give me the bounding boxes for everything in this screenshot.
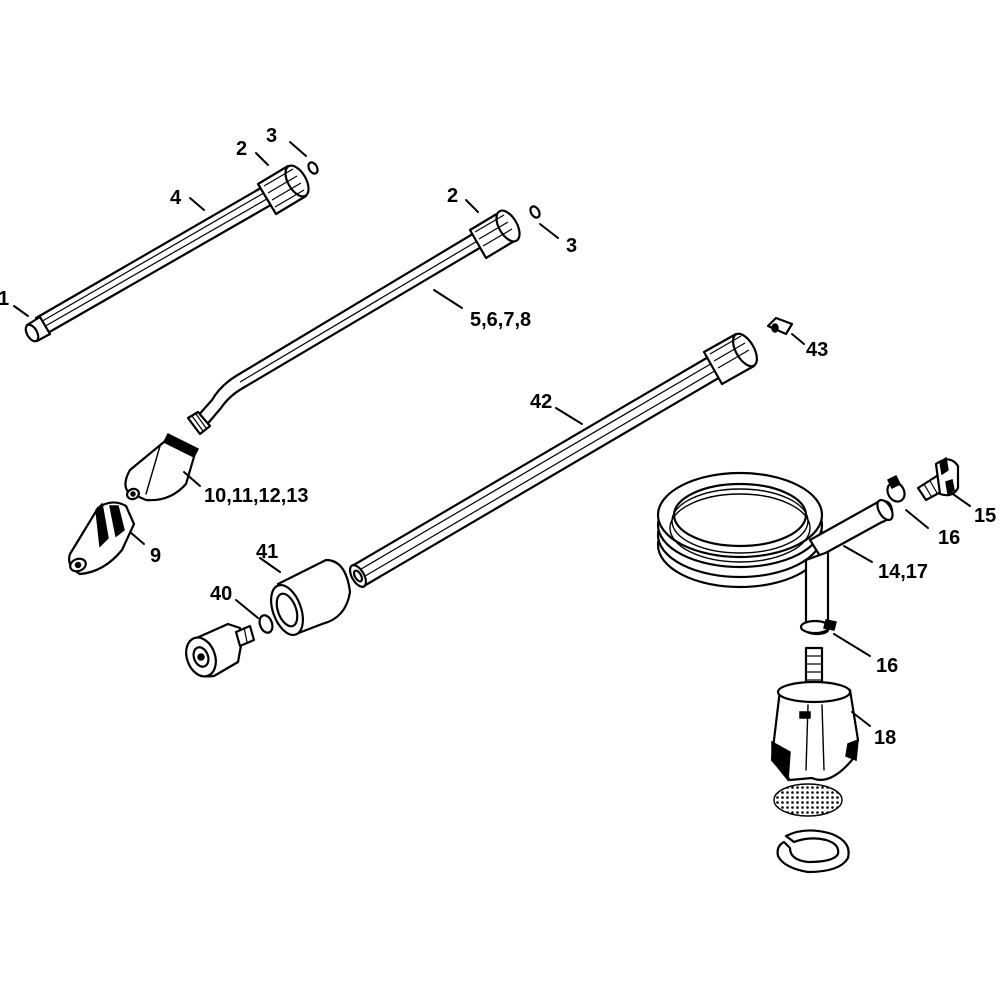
o-ring-part-3-lower <box>529 205 541 219</box>
callout-18: 18 <box>874 727 896 749</box>
callout-40: 40 <box>210 583 232 605</box>
hose-clamp-part-16-upper <box>886 474 906 503</box>
callout-1: 1 <box>0 288 9 310</box>
leader-lines <box>13 141 971 727</box>
callout-2-upper: 2 <box>236 138 247 160</box>
callout-42: 42 <box>530 391 552 413</box>
threaded-end-part-1 <box>24 315 52 343</box>
lance-tube-part-4 <box>34 183 278 336</box>
bent-lance-part-5-8 <box>186 230 485 436</box>
union-nut-part-2-upper <box>256 164 310 216</box>
callout-43: 43 <box>806 339 828 361</box>
hose-connector-part-15 <box>916 456 960 502</box>
nipple-part-43 <box>766 316 794 336</box>
callout-14-17: 14,17 <box>878 561 928 583</box>
callout-41: 41 <box>256 541 278 563</box>
callout-4: 4 <box>170 187 182 209</box>
callout-labels: 1 2 3 4 2 3 5,6,7,8 43 42 10,11,12,13 9 … <box>0 125 996 749</box>
long-lance-part-42 <box>348 332 759 588</box>
sleeve-part-41 <box>270 558 352 636</box>
hose-clamp-part-16-lower <box>799 619 837 635</box>
callout-3-lower: 3 <box>566 235 577 257</box>
callout-5-6-7-8: 5,6,7,8 <box>470 309 531 331</box>
callout-16-lower: 16 <box>876 655 898 677</box>
handle-adapter <box>185 622 256 678</box>
callout-9: 9 <box>150 545 161 567</box>
filter-mesh-screen <box>773 783 843 817</box>
callout-16-upper: 16 <box>938 527 960 549</box>
o-ring-part-40 <box>258 614 274 634</box>
o-ring-part-3-upper <box>307 161 319 175</box>
nozzle-part-10-13 <box>124 432 200 502</box>
union-nut-part-2-lower <box>468 209 521 260</box>
coiled-hose-part-14-17 <box>656 471 894 636</box>
callout-3-upper: 3 <box>266 125 277 147</box>
callout-2-lower: 2 <box>447 185 458 207</box>
suction-filter-part-18 <box>770 646 860 782</box>
retaining-ring <box>776 829 850 874</box>
callout-15: 15 <box>974 505 996 527</box>
callout-10-11-12-13: 10,11,12,13 <box>204 485 309 507</box>
nozzle-cap-part-9 <box>68 501 136 576</box>
